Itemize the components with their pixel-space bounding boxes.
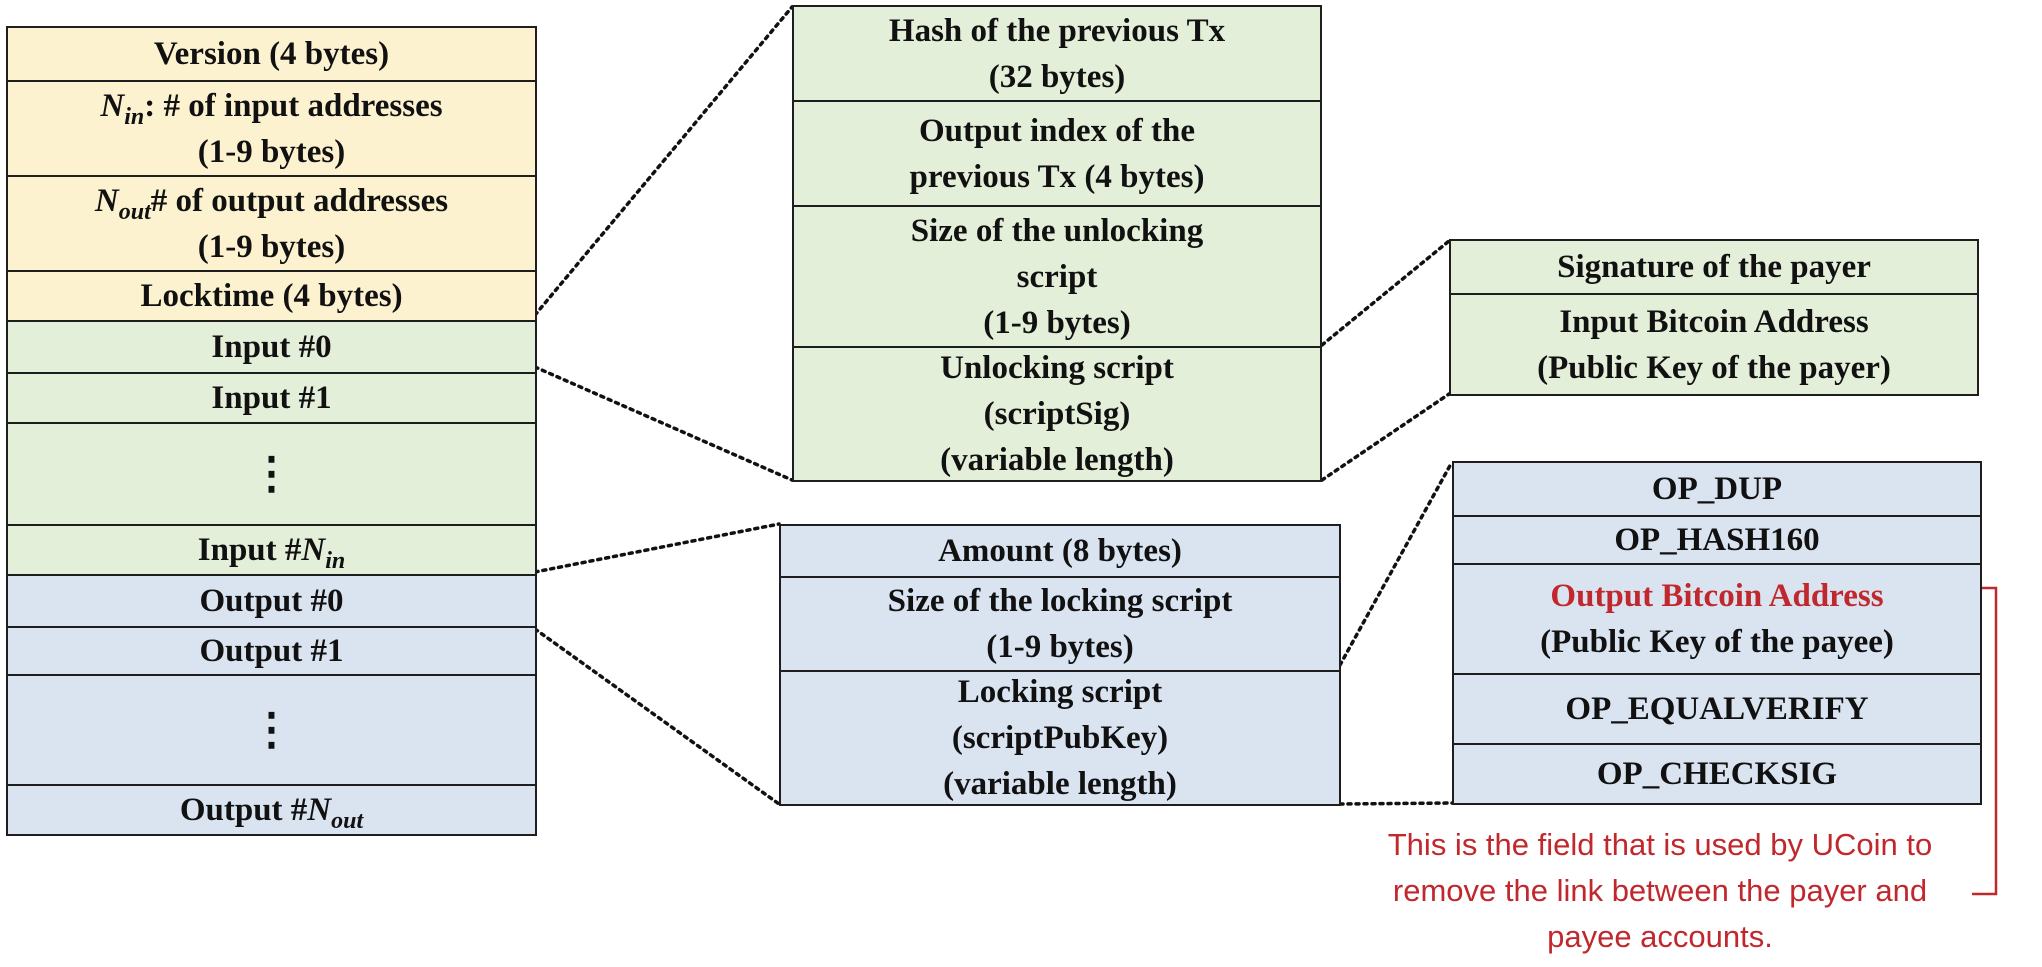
input-address-line2: (Public Key of the payer) bbox=[1537, 349, 1891, 386]
input-n-label: Input #Nin bbox=[198, 527, 346, 573]
n-in-field: Nin: # of input addresses (1-9 bytes) bbox=[8, 80, 535, 175]
locking-script-field: Locking script (scriptPubKey) (variable … bbox=[781, 670, 1339, 804]
zoom-line-scriptpubkey-top bbox=[1338, 460, 1454, 667]
annotation-line3: payee accounts. bbox=[1547, 919, 1773, 954]
input-address-line1: Input Bitcoin Address bbox=[1559, 303, 1869, 340]
zoom-line-scriptsig-bottom bbox=[1320, 392, 1451, 482]
n-out-size: (1-9 bytes) bbox=[197, 228, 346, 265]
output-1-label: Output #1 bbox=[199, 633, 344, 669]
scriptpubkey-panel: OP_DUP OP_HASH160 Output Bitcoin Address… bbox=[1452, 461, 1982, 805]
amount-label: Amount (8 bytes) bbox=[938, 533, 1182, 569]
input-ellipsis-row: ⋮ bbox=[8, 422, 535, 524]
op-equalverify-label: OP_EQUALVERIFY bbox=[1565, 691, 1869, 727]
ucoin-annotation: This is the field that is used by UCoin … bbox=[1300, 822, 2020, 960]
output-address-field: Output Bitcoin Address (Public Key of th… bbox=[1454, 563, 1980, 673]
op-hash160-label: OP_HASH160 bbox=[1614, 522, 1820, 558]
output-1-row: Output #1 bbox=[8, 626, 535, 674]
unlocking-script-field: Unlocking script (scriptSig) (variable l… bbox=[794, 346, 1320, 480]
output-address-highlight: Output Bitcoin Address bbox=[1550, 578, 1884, 614]
output-index-label-line2: previous Tx (4 bytes) bbox=[909, 158, 1205, 195]
input-n-subscript: in bbox=[325, 548, 346, 574]
n-in-subscript: in bbox=[124, 103, 145, 130]
input-0-row: Input #0 bbox=[8, 320, 535, 372]
prev-tx-hash-field: Hash of the previous Tx (32 bytes) bbox=[794, 7, 1320, 100]
vertical-ellipsis-icon: ⋮ bbox=[249, 449, 294, 498]
amount-field: Amount (8 bytes) bbox=[781, 526, 1339, 576]
vertical-ellipsis-icon: ⋮ bbox=[249, 705, 294, 754]
locking-size-line1: Size of the locking script bbox=[887, 583, 1233, 619]
output-n-label: Output #Nout bbox=[180, 787, 363, 833]
unlocking-script-line3: (variable length) bbox=[940, 442, 1174, 478]
op-checksig-field: OP_CHECKSIG bbox=[1454, 743, 1980, 803]
input-0-label: Input #0 bbox=[211, 329, 332, 365]
op-equalverify-field: OP_EQUALVERIFY bbox=[1454, 673, 1980, 743]
version-label: Version (4 bytes) bbox=[153, 36, 390, 72]
locking-size-line2: (1-9 bytes) bbox=[986, 629, 1134, 665]
zoom-line-input-top bbox=[533, 5, 794, 317]
unlocking-size-line2: script bbox=[1016, 258, 1098, 295]
output-0-label: Output #0 bbox=[199, 583, 344, 619]
n-in-symbol: N bbox=[100, 87, 125, 124]
output-n-prefix: Output # bbox=[179, 792, 308, 828]
input-1-row: Input #1 bbox=[8, 372, 535, 422]
unlocking-script-line1: Unlocking script bbox=[940, 350, 1174, 386]
output-n-symbol: N bbox=[307, 792, 332, 828]
n-in-label: Nin: # of input addresses bbox=[100, 83, 442, 129]
input-address-field: Input Bitcoin Address (Public Key of the… bbox=[1451, 293, 1977, 394]
op-hash160-field: OP_HASH160 bbox=[1454, 515, 1980, 563]
output-address-line2: (Public Key of the payee) bbox=[1540, 624, 1894, 660]
n-in-size: (1-9 bytes) bbox=[197, 133, 346, 170]
locking-script-size-field: Size of the locking script (1-9 bytes) bbox=[781, 576, 1339, 670]
payer-signature-label: Signature of the payer bbox=[1557, 249, 1871, 285]
n-out-symbol: N bbox=[94, 182, 119, 219]
op-dup-label: OP_DUP bbox=[1651, 471, 1783, 507]
input-structure-panel: Hash of the previous Tx (32 bytes) Outpu… bbox=[792, 5, 1322, 482]
output-ellipsis-row: ⋮ bbox=[8, 674, 535, 784]
transaction-structure-panel: Version (4 bytes) Nin: # of input addres… bbox=[6, 26, 537, 836]
input-n-prefix: Input # bbox=[197, 532, 302, 568]
locking-script-line3: (variable length) bbox=[943, 766, 1177, 802]
output-n-row: Output #Nout bbox=[8, 784, 535, 834]
zoom-line-input-bottom bbox=[533, 365, 794, 482]
version-field: Version (4 bytes) bbox=[8, 28, 535, 80]
prev-tx-hash-label: Hash of the previous Tx bbox=[888, 12, 1226, 49]
annotation-line1: This is the field that is used by UCoin … bbox=[1387, 827, 1933, 862]
n-out-label: Nout# of output addresses bbox=[95, 178, 448, 224]
input-1-label: Input #1 bbox=[211, 380, 332, 416]
output-0-row: Output #0 bbox=[8, 574, 535, 626]
op-dup-field: OP_DUP bbox=[1454, 463, 1980, 515]
n-in-description: : # of input addresses bbox=[144, 87, 443, 124]
locktime-field: Locktime (4 bytes) bbox=[8, 270, 535, 320]
n-out-description: # of output addresses bbox=[150, 182, 449, 219]
output-structure-panel: Amount (8 bytes) Size of the locking scr… bbox=[779, 524, 1341, 806]
n-out-subscript: out bbox=[118, 198, 151, 225]
n-out-field: Nout# of output addresses (1-9 bytes) bbox=[8, 175, 535, 270]
locktime-label: Locktime (4 bytes) bbox=[140, 278, 403, 314]
input-n-row: Input #Nin bbox=[8, 524, 535, 574]
payer-signature-field: Signature of the payer bbox=[1451, 241, 1977, 293]
zoom-line-scriptpubkey-bottom bbox=[1338, 801, 1454, 806]
op-checksig-label: OP_CHECKSIG bbox=[1596, 756, 1838, 792]
locking-script-line2: (scriptPubKey) bbox=[951, 720, 1169, 756]
unlocking-script-line2: (scriptSig) bbox=[983, 396, 1131, 432]
unlocking-size-line1: Size of the unlocking bbox=[910, 212, 1204, 249]
output-n-subscript: out bbox=[331, 808, 364, 834]
zoom-line-output-bottom bbox=[533, 627, 781, 806]
zoom-line-scriptsig-top bbox=[1320, 239, 1451, 347]
unlocking-size-line3: (1-9 bytes) bbox=[983, 304, 1131, 341]
zoom-line-output-top bbox=[533, 522, 781, 574]
unlocking-script-size-field: Size of the unlocking script (1-9 bytes) bbox=[794, 205, 1320, 346]
output-index-label-line1: Output index of the bbox=[919, 112, 1195, 149]
prev-tx-hash-size: (32 bytes) bbox=[988, 58, 1126, 95]
input-n-symbol: N bbox=[301, 532, 326, 568]
locking-script-line1: Locking script bbox=[957, 674, 1163, 710]
scriptsig-panel: Signature of the payer Input Bitcoin Add… bbox=[1449, 239, 1979, 396]
output-index-field: Output index of the previous Tx (4 bytes… bbox=[794, 100, 1320, 205]
annotation-line2: remove the link between the payer and bbox=[1392, 873, 1928, 908]
